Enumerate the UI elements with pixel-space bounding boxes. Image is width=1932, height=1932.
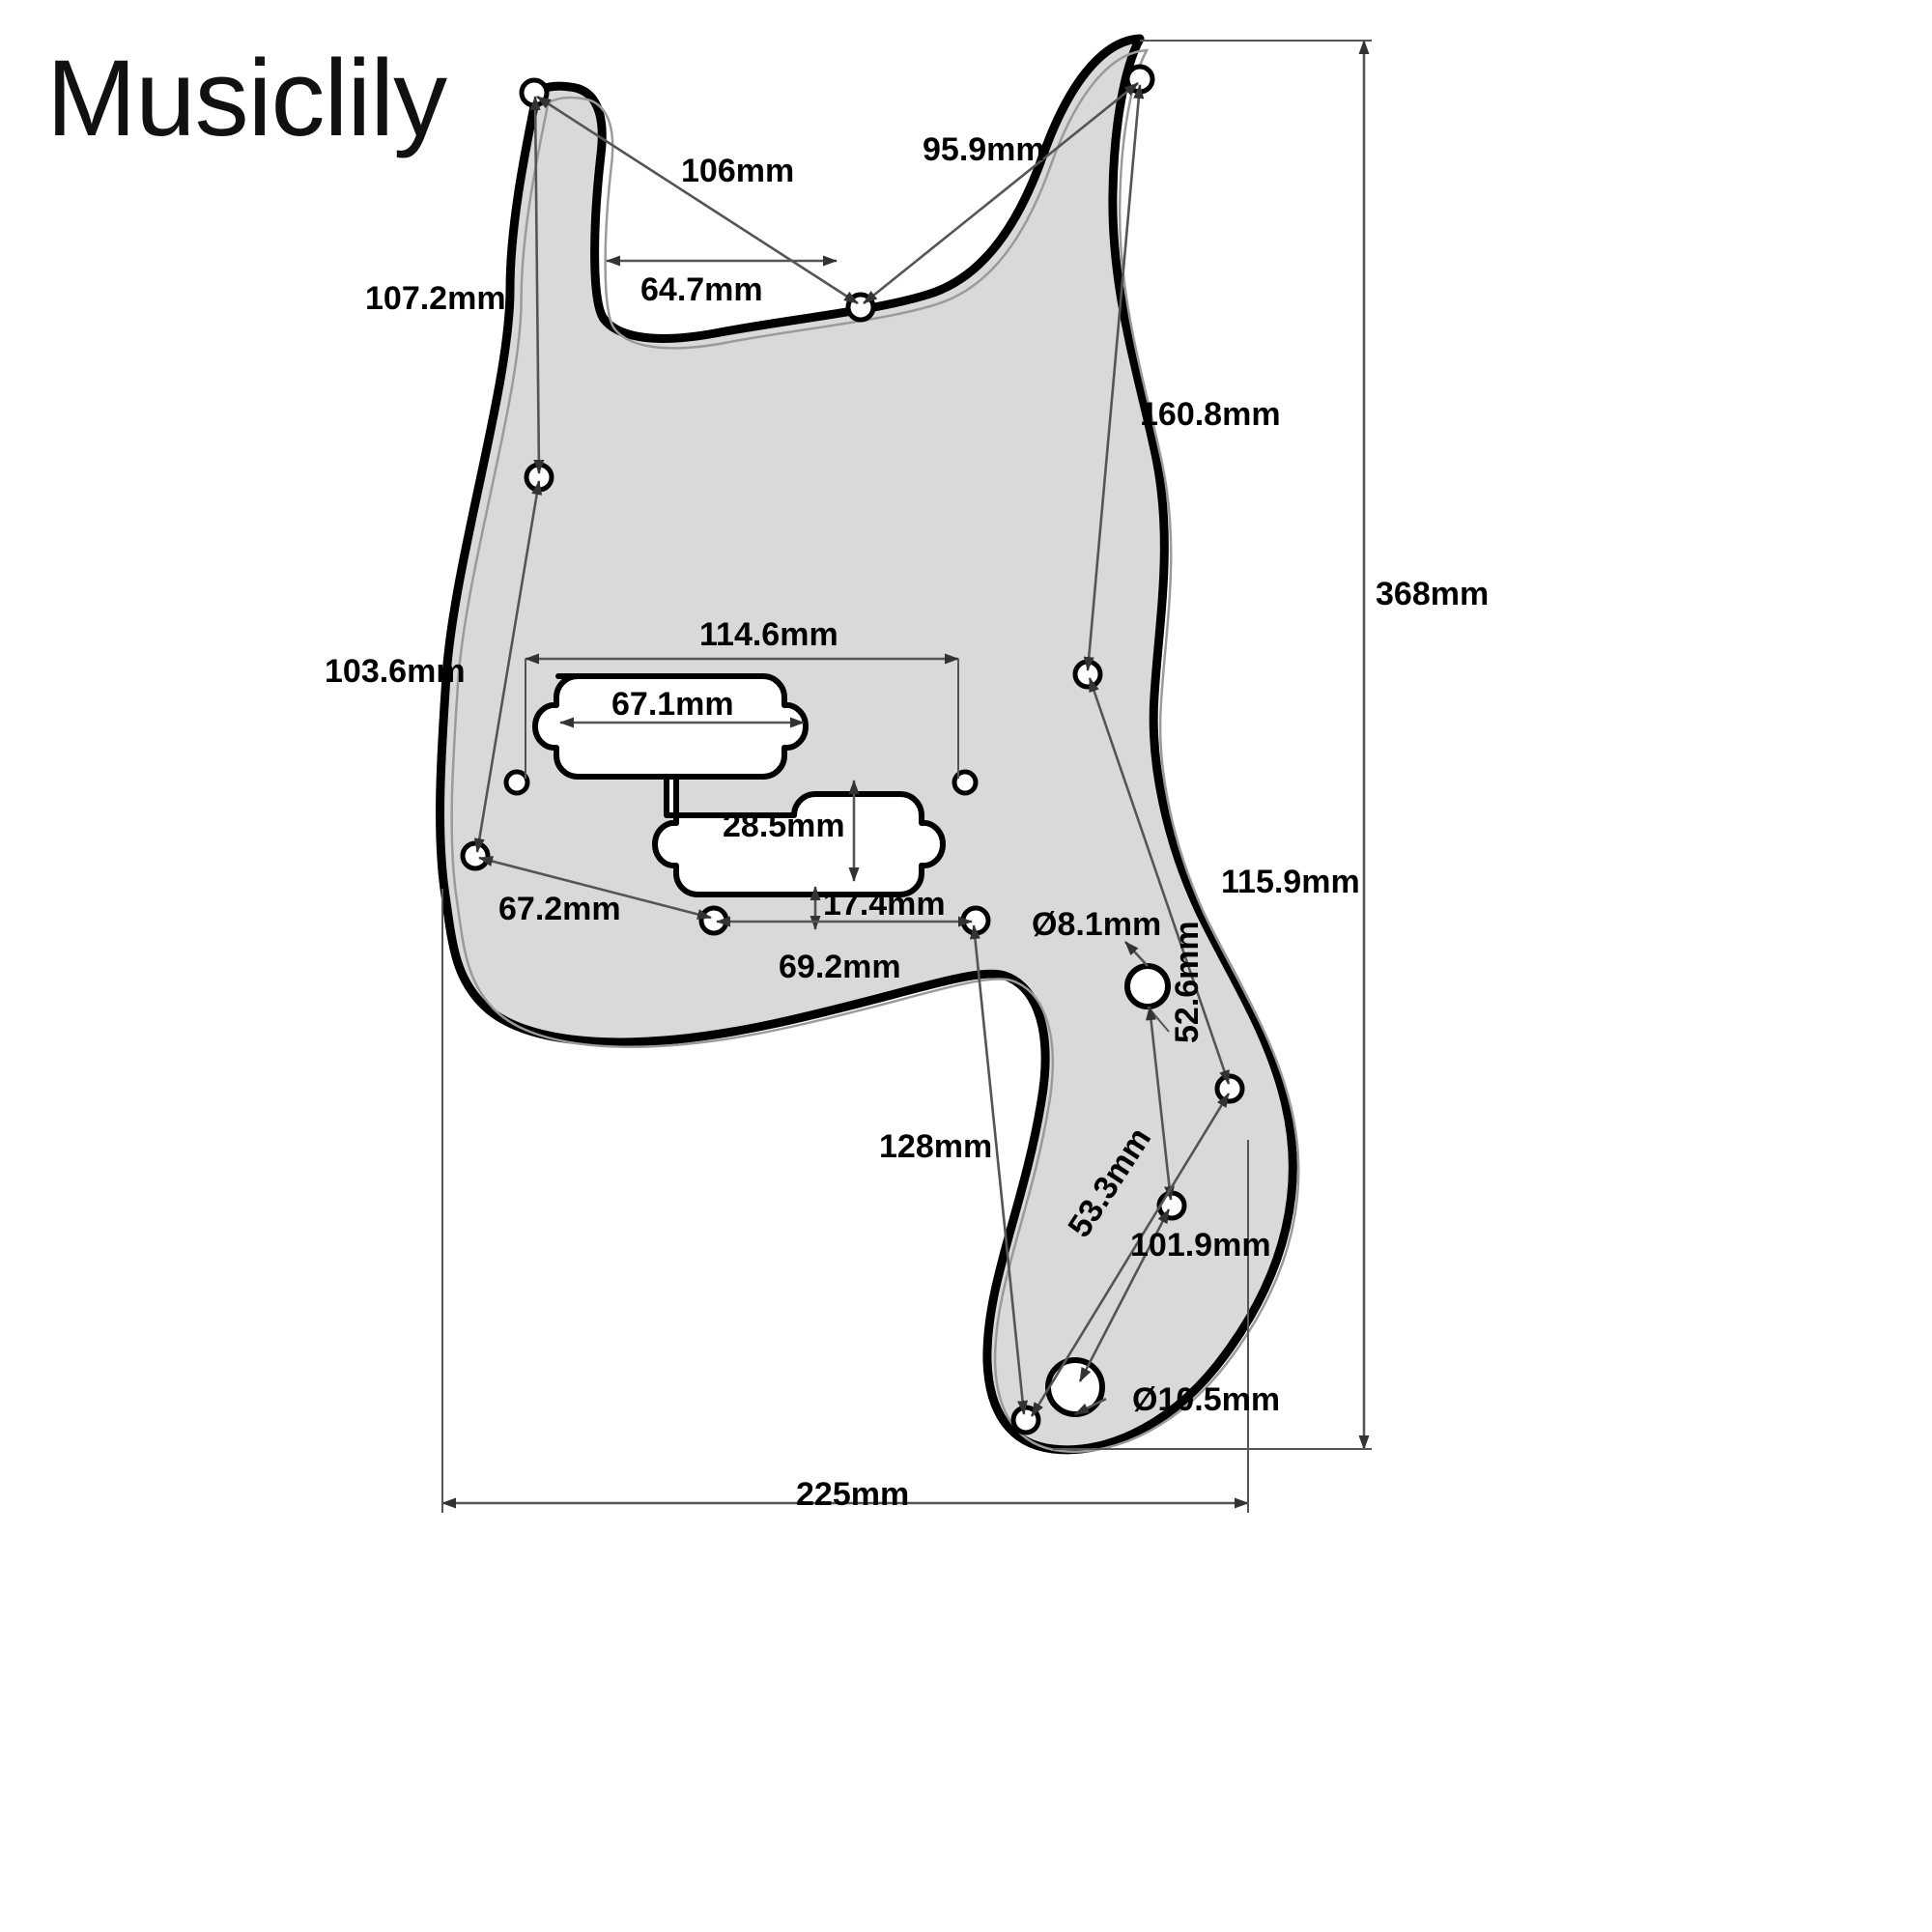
brand-title: Musiclily	[46, 38, 447, 158]
leader-dia-8-1	[1124, 941, 1149, 967]
dimension-label-28-5mm: 28.5mm	[723, 808, 845, 844]
dimension-label-67-1mm: 67.1mm	[611, 686, 734, 723]
dimension-label-dia-10-5mm: Ø10.5mm	[1132, 1381, 1281, 1418]
dimension-label-dia-8-1mm: Ø8.1mm	[1032, 906, 1162, 943]
dimension-label-67-2mm: 67.2mm	[498, 891, 621, 927]
dimension-label-114-6mm: 114.6mm	[699, 616, 838, 653]
dimline-106	[536, 95, 859, 305]
dimension-lines	[441, 40, 1372, 1513]
dimension-label-64-7mm: 64.7mm	[640, 271, 763, 308]
dimension-label-106mm: 106mm	[681, 153, 795, 189]
dimension-label-160-8mm: 160.8mm	[1140, 396, 1281, 433]
dimline-115-9	[1088, 677, 1231, 1085]
screw-hole	[503, 769, 530, 796]
control-hole-8-1	[1124, 963, 1171, 1009]
screw-hole	[952, 769, 979, 796]
dimension-label-52-6mm: 52.6mm	[1169, 921, 1206, 1043]
dimension-label-107-2mm: 107.2mm	[365, 280, 506, 317]
dimension-label-95-9mm: 95.9mm	[923, 131, 1045, 168]
dimension-label-69-2mm: 69.2mm	[779, 949, 901, 985]
dimension-label-115-9mm: 115.9mm	[1221, 864, 1360, 900]
dimline-103-6	[473, 480, 543, 853]
dimension-label-17-4mm: 17.4mm	[823, 886, 946, 923]
dimension-label-103-6mm: 103.6mm	[325, 653, 466, 690]
dimline-160-8	[1083, 84, 1145, 671]
leader-dia-10-5	[1074, 1397, 1107, 1416]
dimline-128	[969, 924, 1029, 1415]
dimension-label-368mm: 368mm	[1376, 576, 1490, 612]
dimension-label-225mm: 225mm	[796, 1476, 910, 1513]
dimline-107-2	[529, 96, 545, 474]
dimension-label-128mm: 128mm	[879, 1128, 993, 1165]
dimline-101-9	[1030, 1093, 1231, 1417]
screw-hole	[1156, 1190, 1187, 1221]
dimline-67-2	[478, 856, 712, 920]
pickup-cavity	[531, 673, 947, 897]
screw-hole	[460, 840, 491, 871]
screw-hole	[1214, 1073, 1245, 1104]
dimension-label-101-9mm: 101.9mm	[1130, 1227, 1271, 1264]
